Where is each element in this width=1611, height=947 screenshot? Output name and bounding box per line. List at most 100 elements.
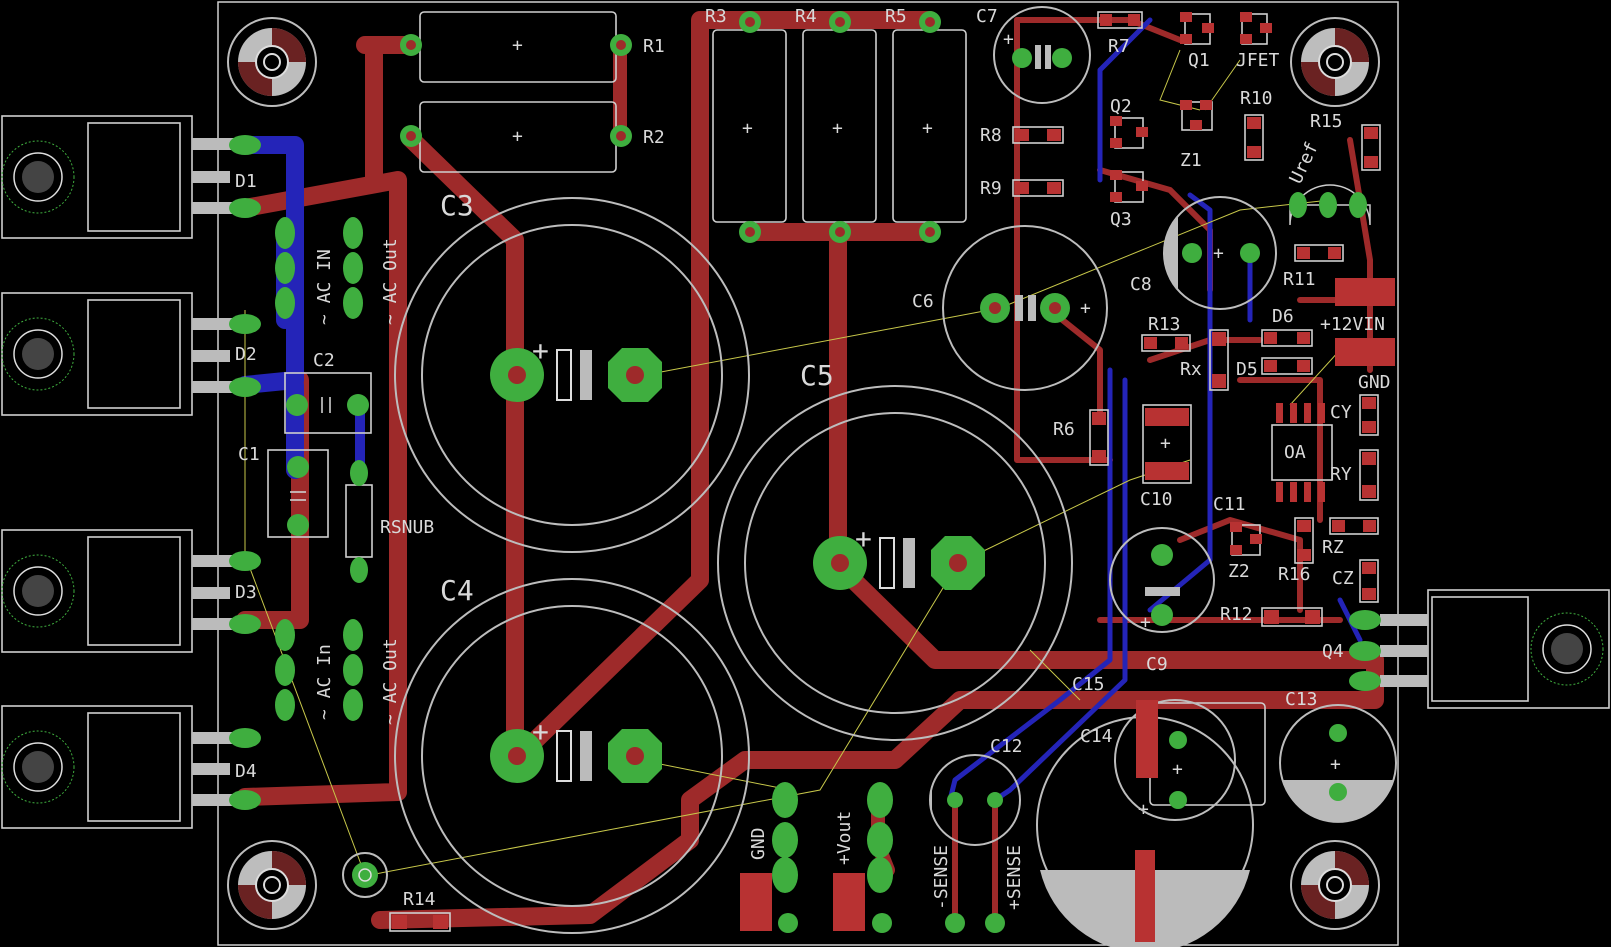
resistor-CZ — [1359, 559, 1379, 603]
resistor-R14 — [389, 912, 451, 932]
resistor-R1: + R1 — [400, 11, 665, 83]
diode-D5: D5 — [1236, 357, 1313, 380]
label-C3: C3 — [440, 189, 474, 222]
label-C9: C9 — [1146, 654, 1168, 675]
capacitor-C6: + C6 — [912, 225, 1108, 391]
label-D3: D3 — [235, 582, 257, 603]
mounting-hole-top-right — [1290, 17, 1380, 107]
output-sense: -SENSE +SENSE — [931, 845, 1025, 933]
zener-Z1: Z1 — [1180, 100, 1213, 171]
label-C5: C5 — [800, 359, 834, 392]
capacitor-C11: + C11 — [1109, 494, 1246, 633]
label-ac-in-1: ~ AC IN — [314, 249, 335, 325]
label-gnd-out: GND — [748, 827, 769, 860]
resistor-R9 — [1012, 179, 1064, 197]
capacitor-C9: + C9 — [1114, 654, 1266, 821]
diode-D3: D3 — [1, 529, 257, 653]
label-Uref: Uref — [1285, 139, 1322, 187]
diode-D1: D1 — [1, 115, 257, 239]
capacitor-C13: + C13 — [1279, 689, 1397, 823]
capacitor-C5: + C5 — [717, 359, 1073, 741]
resistor-R10 — [1244, 114, 1264, 161]
label-C1: C1 — [238, 444, 260, 465]
label-CZ: CZ — [1332, 568, 1354, 589]
label-ac-in-2: ~ AC In — [314, 644, 335, 720]
svg-text:+: + — [1330, 754, 1341, 775]
capacitor-C8: + C8 — [1130, 196, 1277, 310]
resistor-RY — [1359, 449, 1379, 501]
label-RSNUB: RSNUB — [380, 517, 434, 538]
svg-text:+: + — [1213, 243, 1224, 264]
label-R5: R5 — [885, 6, 907, 27]
smd-resistors: R7 R8 R9 R10 R15 R11 R13 Rx R6 RY CY RZ … — [389, 11, 1381, 932]
label-C8: C8 — [1130, 274, 1152, 295]
svg-text:+: + — [855, 522, 872, 555]
mounting-hole-bottom-right — [1290, 840, 1380, 930]
test-point-bottom — [342, 852, 388, 898]
diode-pads — [229, 135, 261, 810]
label-C10: C10 — [1140, 489, 1173, 510]
svg-text:+: + — [1160, 433, 1171, 454]
resistor-R16 — [1294, 517, 1314, 564]
label-vout: +Vout — [834, 811, 855, 865]
label-gnd-top: GND — [1358, 372, 1391, 393]
svg-text:+: + — [512, 126, 523, 147]
label-sense-neg: -SENSE — [931, 845, 952, 910]
transistor-Q3: Q3 — [1110, 170, 1148, 230]
svg-text:+: + — [1172, 759, 1183, 780]
transistor-Q1: Q1 — [1180, 12, 1214, 71]
label-R11: R11 — [1283, 269, 1316, 290]
label-C7: C7 — [976, 6, 998, 27]
diode-D6: D6 — [1261, 306, 1313, 347]
label-D4: D4 — [235, 761, 257, 782]
capacitor-C1: C1 — [238, 444, 329, 538]
resistor-R8 — [1012, 126, 1064, 144]
label-D2: D2 — [235, 344, 257, 365]
label-R13: R13 — [1148, 314, 1181, 335]
capacitor-C7: + C7 — [976, 6, 1091, 104]
resistor-RZ — [1329, 517, 1379, 535]
transistor-Q4: Q4 — [1322, 589, 1610, 709]
label-R4: R4 — [795, 6, 817, 27]
label-R9: R9 — [980, 178, 1002, 199]
label-ac-out-1: ~ AC Out — [380, 238, 401, 325]
label-Z2: Z2 — [1228, 561, 1250, 582]
transistor-JFET: JFET — [1236, 12, 1280, 71]
label-R8: R8 — [980, 125, 1002, 146]
label-ac-out-2: ~ AC Out — [380, 638, 401, 725]
label-sense-pos: +SENSE — [1004, 845, 1025, 910]
resistor-Rx — [1209, 329, 1229, 391]
label-C12: C12 — [990, 736, 1023, 757]
label-C4: C4 — [440, 574, 474, 607]
label-D1: D1 — [235, 171, 257, 192]
resistor-R6 — [1089, 409, 1109, 466]
resistor-R12 — [1261, 607, 1323, 627]
label-OA: OA — [1284, 442, 1306, 463]
output-gnd: GND — [740, 782, 798, 933]
label-R1: R1 — [643, 36, 665, 57]
diode-D4: D4 — [1, 705, 257, 829]
label-R12: R12 — [1220, 604, 1253, 625]
capacitor-C14: + C14 — [1036, 716, 1254, 947]
board-outline — [217, 1, 1399, 946]
resistor-R15 — [1361, 124, 1381, 171]
label-R3: R3 — [705, 6, 727, 27]
resistor-R4: + R4 — [795, 6, 877, 243]
ac-connector-1: ~ AC IN ~ AC Out — [275, 217, 401, 325]
opamp-OA: OA — [1271, 403, 1333, 502]
resistor-CY — [1359, 394, 1379, 436]
label-C2: C2 — [313, 350, 335, 371]
label-RY: RY — [1330, 464, 1352, 485]
label-RZ: RZ — [1322, 537, 1344, 558]
label-C15: C15 — [1072, 674, 1105, 695]
capacitor-C10: + C10 — [1140, 404, 1192, 510]
label-R15: R15 — [1310, 111, 1343, 132]
mounting-hole-top-left — [227, 17, 317, 107]
svg-text:+: + — [532, 715, 549, 748]
diode-D2: D2 — [1, 292, 257, 416]
svg-text:+: + — [1138, 799, 1149, 820]
label-Rx: Rx — [1180, 359, 1202, 380]
label-Q3: Q3 — [1110, 209, 1132, 230]
svg-text:+: + — [1003, 29, 1014, 50]
